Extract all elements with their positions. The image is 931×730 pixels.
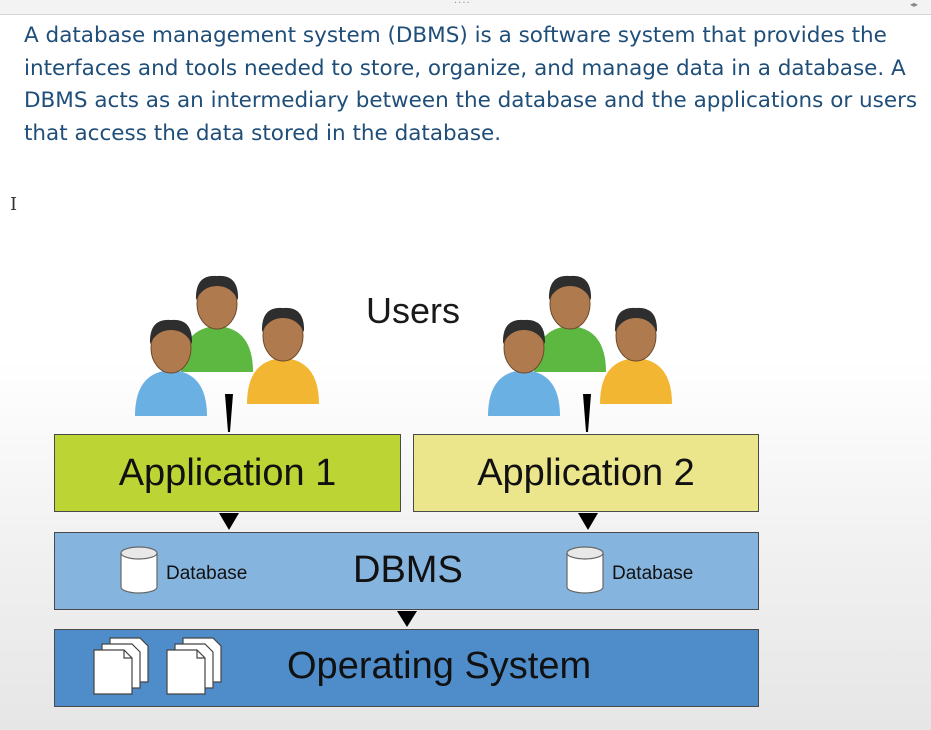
text-cursor-icon: I bbox=[10, 194, 18, 215]
window-top-bar: ···· ◂▸ bbox=[0, 0, 931, 15]
dbms-label: DBMS bbox=[353, 549, 463, 591]
application-2-box: Application 2 bbox=[413, 434, 759, 512]
database-2-label: Database bbox=[612, 563, 694, 584]
dbms-layer-box bbox=[54, 532, 759, 610]
database-cylinder-icon bbox=[566, 546, 604, 594]
nav-arrows-icon[interactable]: ◂▸ bbox=[910, 0, 919, 9]
connector-arrows bbox=[219, 394, 598, 627]
database-cylinder-icon bbox=[120, 546, 158, 594]
document-stack-icon bbox=[166, 637, 222, 695]
intro-paragraph: A database management system (DBMS) is a… bbox=[24, 23, 918, 146]
users-label: Users bbox=[366, 290, 461, 331]
application-1-box: Application 1 bbox=[54, 434, 401, 512]
document-stack-icon bbox=[93, 637, 149, 695]
drag-grip-icon[interactable]: ···· bbox=[454, 0, 471, 9]
database-1-label: Database bbox=[166, 563, 248, 584]
operating-system-label: Operating System bbox=[287, 645, 592, 687]
